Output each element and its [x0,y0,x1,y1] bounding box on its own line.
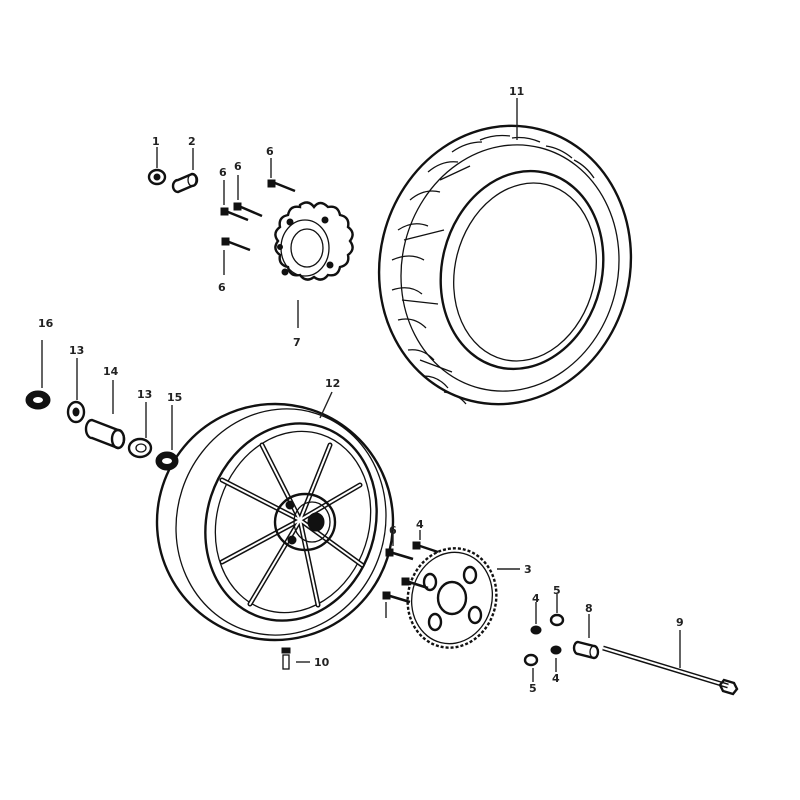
seal-left [25,340,51,410]
axle [602,630,739,696]
sprocket-bolts [382,530,439,618]
right-nut-label-a: 4 [532,592,540,605]
sprocket-label: 3 [524,563,532,576]
bolt-label-a: 6 [219,166,227,179]
tire-label: 11 [509,85,524,98]
tire [377,124,633,406]
valve-label: 10 [314,656,330,669]
bolt-label-lower: 6 [218,281,226,294]
spacer-label: 8 [585,602,593,615]
right-washer-label-a: 5 [553,584,561,597]
valve [281,647,310,670]
right-nuts [523,594,565,682]
hub-collar-label: 14 [103,365,119,378]
spacer [572,614,600,660]
disc-bolt-lower [221,237,251,275]
sprocket-nut-label: 4 [416,518,424,531]
rim [155,402,395,642]
disc-bolt-top [267,158,296,193]
bearing-left [66,358,86,424]
disc-bolt-upper-b [233,175,263,218]
top-collar-label: 2 [188,135,196,148]
axle-label: 9 [676,616,684,629]
top-nut-label: 1 [152,135,160,148]
seal-left-label: 16 [38,317,54,330]
right-washer-label-b: 5 [529,682,537,695]
bearing-left-label: 13 [69,344,84,357]
disc-bolt-upper-a [220,180,249,222]
sprocket [406,547,498,649]
seal-right-label: 15 [167,391,182,404]
bolt-label-b: 6 [234,160,242,173]
brake-disc [274,201,354,281]
bearing-right-label: 13 [137,388,152,401]
hub-collar [84,380,126,450]
top-nut [147,147,167,186]
bearing-right [127,402,153,459]
rim-label: 12 [325,377,340,390]
right-nut-label-b: 4 [552,672,560,685]
rim-leader [319,391,333,419]
seal-right [155,405,179,471]
bolt-label-top: 6 [266,145,274,158]
sprocket-bolt-label-a: 6 [389,524,397,537]
brake-disc-label: 7 [293,336,301,349]
top-collar [171,148,199,194]
